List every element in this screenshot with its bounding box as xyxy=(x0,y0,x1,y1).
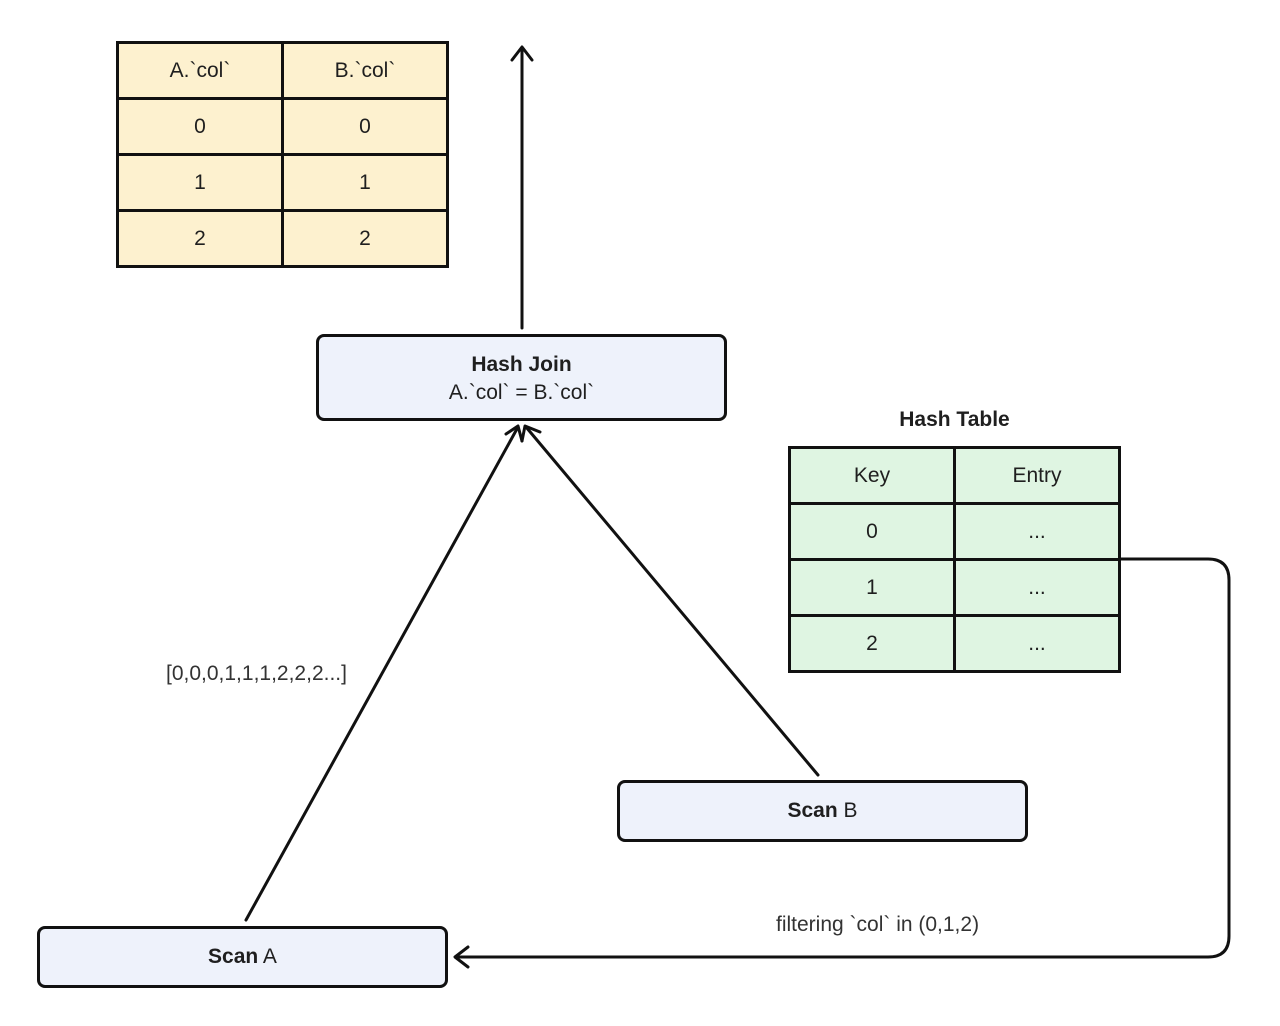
hash-table: Key Entry 0 ... 1 ... 2 ... xyxy=(788,446,1121,673)
hash-join-node: Hash Join A.`col` = B.`col` xyxy=(316,334,727,421)
column-header: A.`col` xyxy=(116,41,284,100)
table-row: 1 1 xyxy=(116,153,449,212)
table-header-row: Key Entry xyxy=(788,446,1121,505)
column-header: B.`col` xyxy=(281,41,449,100)
scan-b-table-name: B xyxy=(837,799,858,822)
scan-a-to-join-arrow xyxy=(244,425,520,922)
scan-b-arrowhead xyxy=(520,424,542,443)
table-cell: ... xyxy=(953,614,1121,673)
table-cell: ... xyxy=(953,502,1121,561)
hash-table-title: Hash Table xyxy=(899,408,1010,431)
scan-a-stream-label: [0,0,0,1,1,1,2,2,2...] xyxy=(166,662,347,685)
table-row: 0 0 xyxy=(116,97,449,156)
scan-a-table-name: A xyxy=(258,945,277,968)
hash-join-condition: A.`col` = B.`col` xyxy=(448,381,595,404)
scan-a-keyword: Scan xyxy=(208,945,259,968)
table-header-row: A.`col` B.`col` xyxy=(116,41,449,100)
table-cell: 2 xyxy=(788,614,956,673)
table-cell: 0 xyxy=(281,97,449,156)
table-cell: 1 xyxy=(788,558,956,617)
table-cell: 1 xyxy=(281,153,449,212)
column-header: Key xyxy=(788,446,956,505)
runtime-filter-arrowhead xyxy=(453,945,470,969)
hash-join-title: Hash Join xyxy=(471,353,572,376)
column-header: Entry xyxy=(953,446,1121,505)
scan-b-to-join-arrow xyxy=(524,425,820,777)
scan-b-node: Scan B xyxy=(617,780,1028,842)
table-cell: 2 xyxy=(281,209,449,268)
scan-b-keyword: Scan xyxy=(787,799,838,822)
table-cell: 0 xyxy=(788,502,956,561)
table-cell: 1 xyxy=(116,153,284,212)
table-row: 2 2 xyxy=(116,209,449,268)
table-row: 2 ... xyxy=(788,614,1121,673)
output-arrowhead xyxy=(510,45,534,62)
runtime-filter-arrow xyxy=(454,557,1231,959)
table-row: 0 ... xyxy=(788,502,1121,561)
table-cell: ... xyxy=(953,558,1121,617)
table-cell: 2 xyxy=(116,209,284,268)
runtime-filter-label: filtering `col` in (0,1,2) xyxy=(776,913,980,936)
join-result-table: A.`col` B.`col` 0 0 1 1 2 2 xyxy=(116,41,449,268)
table-row: 1 ... xyxy=(788,558,1121,617)
scan-a-node: Scan A xyxy=(37,926,448,988)
table-cell: 0 xyxy=(116,97,284,156)
scan-a-arrowhead xyxy=(504,424,524,443)
